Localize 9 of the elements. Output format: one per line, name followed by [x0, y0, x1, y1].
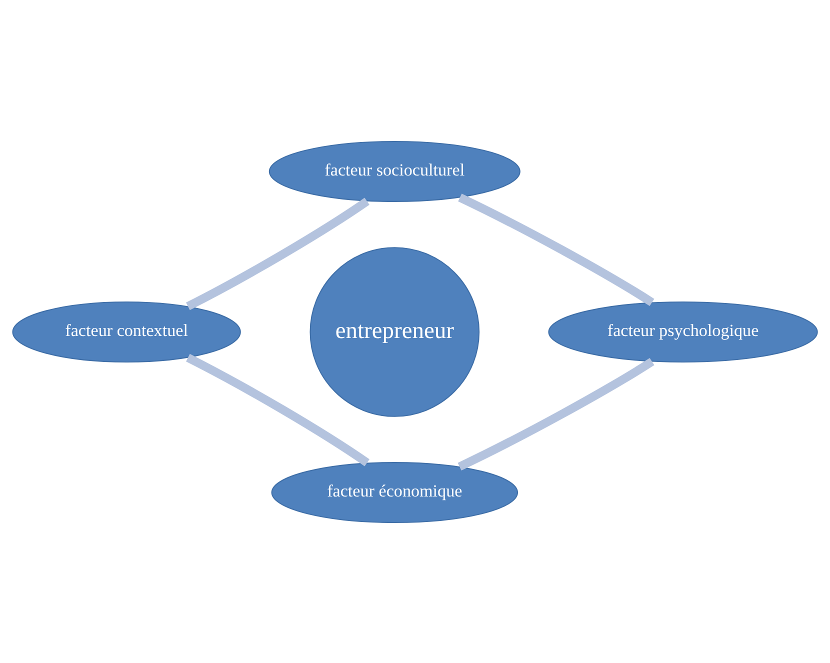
node-circle: entrepreneur — [310, 246, 480, 416]
connector — [458, 193, 654, 306]
node-ellipse: facteur économique — [271, 462, 518, 523]
node-ellipse: facteur psychologique — [548, 300, 818, 362]
node-ellipse: facteur contextuel — [12, 300, 241, 362]
node-ellipse: facteur socioculturel — [268, 140, 520, 202]
connector — [458, 357, 654, 470]
connector — [186, 197, 370, 310]
connector — [186, 353, 370, 466]
